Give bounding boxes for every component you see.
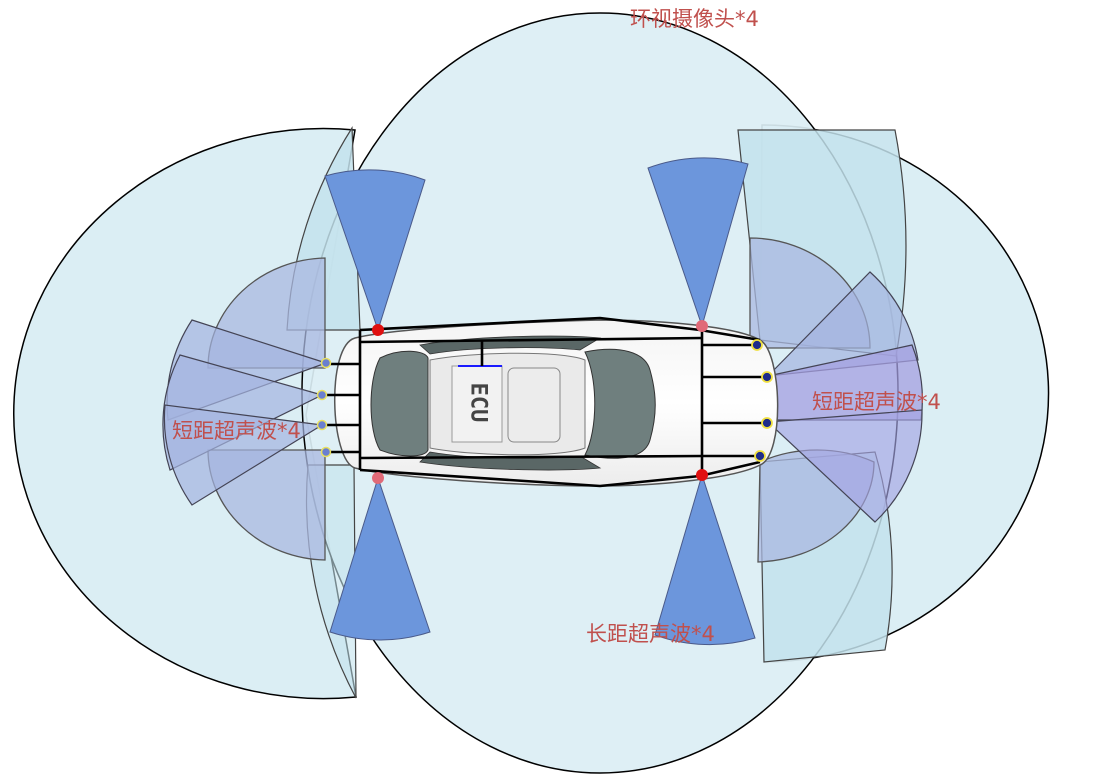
camera-sensor-rear-right <box>696 469 708 481</box>
camera-label: 环视摄像头*4 <box>630 7 759 31</box>
long-ultrasonic-label: 长距超声波*4 <box>586 622 715 646</box>
short-ultrasonic-right-label: 短距超声波*4 <box>812 390 941 414</box>
left-fan-3 <box>163 404 324 506</box>
camera-sensor-front-left <box>372 324 384 336</box>
left-short-fans <box>162 319 328 506</box>
cone-rear-right <box>654 473 756 646</box>
wiring-harness <box>322 316 767 488</box>
right-fan-1 <box>766 271 919 377</box>
camera-cones <box>324 157 756 646</box>
ultrasonic-right-1 <box>751 339 763 351</box>
camera-sensor-rear-left <box>372 472 384 484</box>
camera-sensor-front-right <box>696 320 708 332</box>
sunroof <box>507 367 561 443</box>
ultrasonic-right-3 <box>761 417 773 429</box>
rear-window <box>370 350 429 457</box>
ultrasonic-left-2 <box>316 389 328 401</box>
short-ultrasonic-left-label: 短距超声波*4 <box>172 419 301 443</box>
outline-top <box>359 316 761 342</box>
ultrasonic-left-3 <box>316 419 328 431</box>
right-fan-3 <box>766 409 923 523</box>
ultrasonic-left-4 <box>320 446 332 458</box>
ecu-label: ECU <box>465 382 491 423</box>
bottom-harness <box>359 454 703 460</box>
ultrasonic-right-4 <box>754 450 766 462</box>
right-short-fans <box>766 271 923 523</box>
ultrasonic-left-1 <box>320 357 332 369</box>
cone-rear-left <box>329 476 431 641</box>
cone-front-right <box>647 157 749 328</box>
ultrasonic-right-2 <box>761 371 773 383</box>
outline-bottom <box>359 460 761 488</box>
top-harness <box>359 336 703 344</box>
sensor-points <box>316 320 773 484</box>
cone-front-left <box>324 169 426 332</box>
windshield <box>584 348 656 459</box>
